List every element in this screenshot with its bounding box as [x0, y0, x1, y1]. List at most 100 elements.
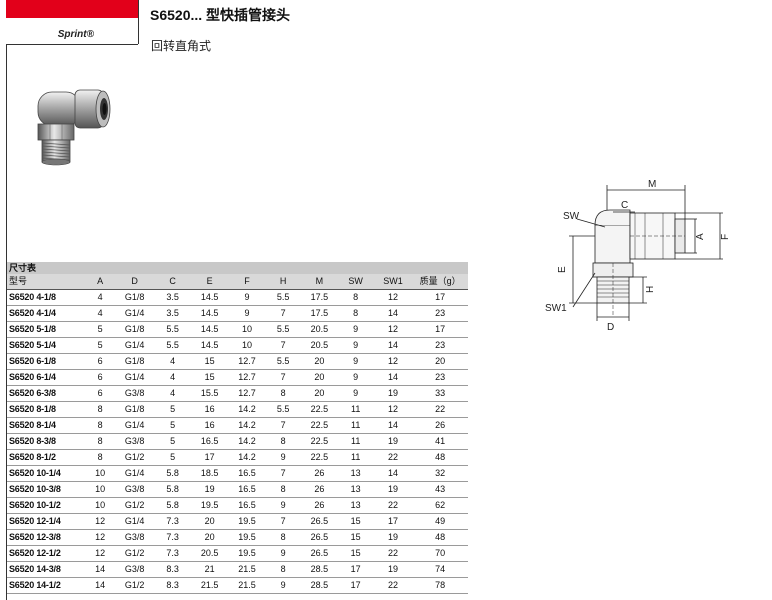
- value-cell: 8: [265, 433, 302, 450]
- value-cell: 12.7: [228, 353, 266, 370]
- value-cell: 8: [85, 401, 115, 418]
- value-cell: 5.5: [265, 321, 302, 338]
- value-cell: 5: [85, 337, 115, 354]
- value-cell: 28.5: [301, 577, 338, 594]
- value-cell: 4: [154, 369, 191, 386]
- value-cell: 19: [373, 529, 413, 546]
- model-cell: S6520 5-1/8: [7, 321, 86, 338]
- model-cell: S6520 14-1/2: [7, 577, 86, 594]
- value-cell: 22: [412, 401, 468, 418]
- value-cell: 49: [412, 513, 468, 530]
- value-cell: 5.5: [154, 321, 191, 338]
- value-cell: 9: [337, 321, 374, 338]
- value-cell: 20.5: [301, 321, 338, 338]
- value-cell: 14.2: [228, 433, 266, 450]
- value-cell: 7.3: [154, 513, 191, 530]
- value-cell: 20: [412, 353, 468, 370]
- value-cell: 12: [373, 289, 413, 306]
- value-cell: 5.5: [265, 353, 302, 370]
- model-cell: S6520 12-1/2: [7, 545, 86, 562]
- value-cell: 3.5: [154, 305, 191, 322]
- brand-name: Sprint®: [57, 29, 94, 40]
- value-cell: 12.7: [228, 369, 266, 386]
- value-cell: 8: [265, 561, 302, 578]
- value-cell: 14: [373, 305, 413, 322]
- value-cell: 33: [412, 385, 468, 402]
- value-cell: 20: [301, 353, 338, 370]
- value-cell: 19.5: [228, 513, 266, 530]
- model-cell: S6520 6-1/8: [7, 353, 86, 370]
- value-cell: 62: [412, 497, 468, 514]
- value-cell: 19.5: [228, 545, 266, 562]
- value-cell: 5: [154, 401, 191, 418]
- value-cell: 14: [85, 577, 115, 594]
- value-cell: 8: [265, 385, 302, 402]
- value-cell: 11: [337, 401, 374, 418]
- value-cell: 19.5: [228, 529, 266, 546]
- column-header: F: [228, 274, 266, 290]
- model-cell: S6520 8-1/8: [7, 401, 86, 418]
- value-cell: 4: [154, 353, 191, 370]
- value-cell: 19: [373, 561, 413, 578]
- header-divider: [138, 0, 139, 44]
- value-cell: 10: [85, 465, 115, 482]
- value-cell: 15: [190, 369, 229, 386]
- brand-red-bar: [6, 0, 138, 18]
- model-cell: S6520 5-1/4: [7, 337, 86, 354]
- value-cell: 14.5: [190, 305, 229, 322]
- value-cell: 23: [412, 369, 468, 386]
- value-cell: 12: [85, 513, 115, 530]
- value-cell: G3/8: [114, 481, 155, 498]
- value-cell: 7.3: [154, 545, 191, 562]
- value-cell: 19.5: [190, 497, 229, 514]
- page-title: S6520... 型快插管接头: [150, 7, 291, 23]
- value-cell: 8: [337, 289, 374, 306]
- value-cell: G3/8: [114, 385, 155, 402]
- column-header: 质量（g）: [412, 274, 468, 290]
- value-cell: 16.5: [190, 433, 229, 450]
- value-cell: 10: [228, 337, 266, 354]
- brand-divider: [6, 44, 138, 45]
- value-cell: 22: [373, 449, 413, 466]
- value-cell: 5.8: [154, 465, 191, 482]
- value-cell: G1/8: [114, 321, 155, 338]
- value-cell: 20.5: [301, 337, 338, 354]
- value-cell: 26.5: [301, 529, 338, 546]
- value-cell: 21.5: [228, 577, 266, 594]
- value-cell: 9: [337, 353, 374, 370]
- value-cell: 18.5: [190, 465, 229, 482]
- value-cell: 14.5: [190, 289, 229, 306]
- value-cell: 28.5: [301, 561, 338, 578]
- value-cell: 12.7: [228, 385, 266, 402]
- value-cell: G1/2: [114, 449, 155, 466]
- value-cell: 19: [190, 481, 229, 498]
- value-cell: 20: [190, 513, 229, 530]
- value-cell: 22.5: [301, 417, 338, 434]
- value-cell: 14.2: [228, 449, 266, 466]
- value-cell: 7: [265, 513, 302, 530]
- column-header: SW1: [373, 274, 413, 290]
- value-cell: 11: [337, 417, 374, 434]
- column-header: A: [85, 274, 115, 290]
- value-cell: 20: [301, 385, 338, 402]
- value-cell: 22.5: [301, 401, 338, 418]
- value-cell: 13: [337, 481, 374, 498]
- value-cell: 10: [85, 497, 115, 514]
- dim-label-e: E: [557, 266, 568, 273]
- left-border: [6, 44, 7, 600]
- value-cell: 12: [373, 353, 413, 370]
- value-cell: 8.3: [154, 561, 191, 578]
- value-cell: 17.5: [301, 289, 338, 306]
- model-cell: S6520 4-1/8: [7, 289, 86, 306]
- value-cell: 9: [228, 305, 266, 322]
- value-cell: G3/8: [114, 561, 155, 578]
- model-cell: S6520 14-3/8: [7, 561, 86, 578]
- column-header: M: [301, 274, 338, 290]
